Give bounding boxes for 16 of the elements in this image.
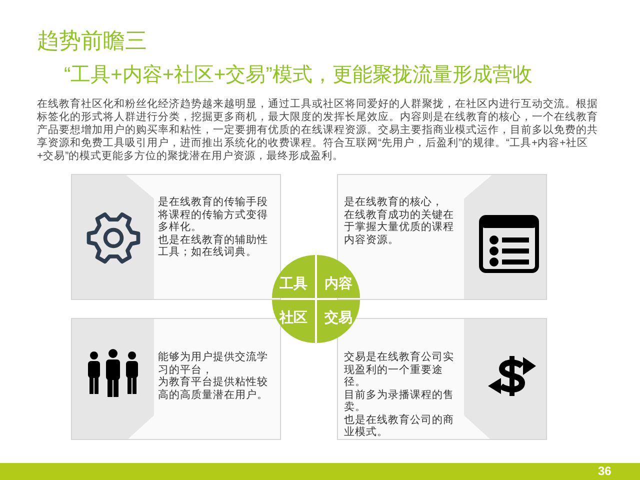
card-text: 在线教育成功的关键在于掌握大量优质的课程内容资源。 [344,208,455,246]
card-text: 能够为用户提供交流学习的平台， [158,351,269,376]
body-paragraph: 在线教育社区化和粉丝化经济趋势越来越明显，通过工具或社区将同爱好的人群聚拢，在社区内进行互动交流。根据标签化的形式将人群进行分类，挖掘更多商机，最大限度的发挥长尾效应。内容则是在线教育的核心，一个在线教育产品要想增加用户的购买率和粘性，一定要拥有优质的在线课程资源。交易主要指商业模式运作，目前多以免费的共享资源和免费工具吸引用户，进而推出系统化的收费课程。符合互联网“先用户，后盈利”的规律。“工具+内容+社区+交易”的模式更能多方位的聚拢潜在用户资源，最终形成盈利。 [37,98,599,163]
slide-title: 趋势前瞻三 [37,27,147,55]
subtitle: “工具+内容+社区+交易”模式，更能聚拢流量形成营收 [64,63,532,88]
card-text: 也是在线教育的辅助性工具；如在线词典。 [158,234,269,258]
card-text: 为教育平台提供粘性较高的高质量潜在用户。 [158,376,269,401]
info-card [71,318,281,440]
card-text: 是在线教育的传输手段将课程的传输方式变得多样化。 [158,196,269,234]
card-text: 交易是在线教育公司实现盈利的一个重要途径。 [344,351,455,388]
card-text: 是在线教育的核心， [344,196,444,208]
info-card [71,174,281,300]
info-card [337,174,547,300]
card-text: 也是在线教育公司的商业模式。 [344,414,455,438]
page-number: 36 [598,464,612,479]
card-text: 目前多为录播课程的售卖。 [344,388,455,414]
